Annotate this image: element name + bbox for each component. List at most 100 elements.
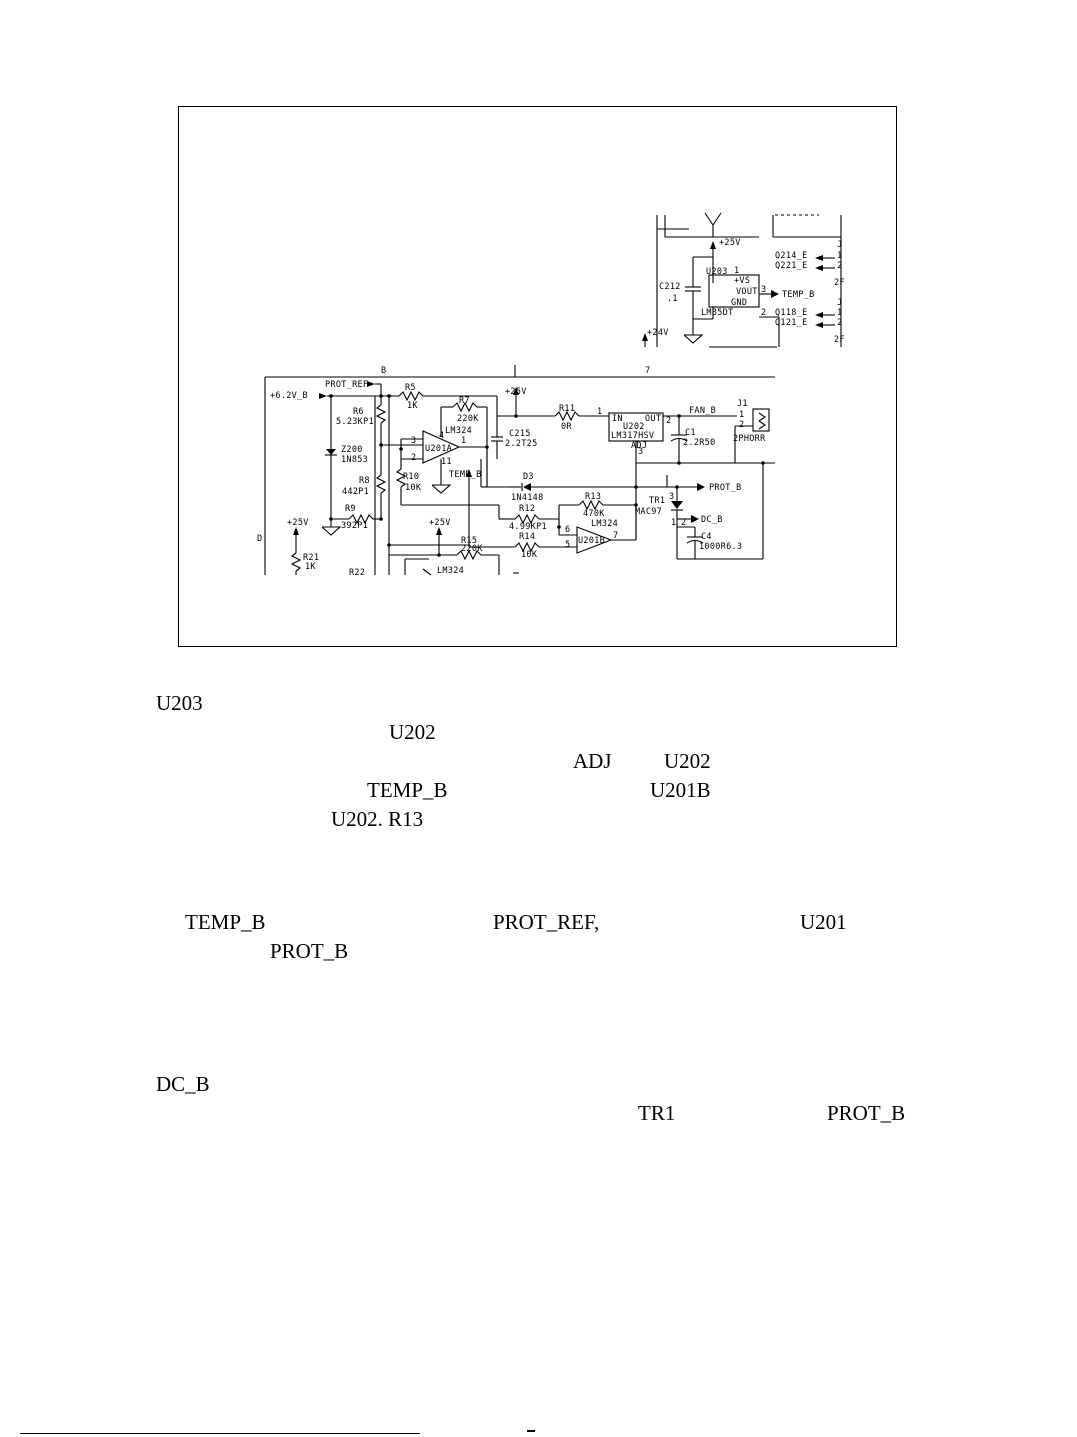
label-d3: D3 (523, 472, 534, 482)
label-c1: C1 (685, 428, 696, 438)
label-r15-value: 220K (461, 544, 483, 554)
label-r7-value: 220K (457, 414, 479, 424)
label-prot-ref: PROT_REF (325, 380, 368, 390)
label-u201a-pin3: 3 (411, 436, 416, 446)
label-q118-e: Q118_E (775, 308, 808, 318)
label-r7: R7 (459, 396, 470, 406)
label-tr1: TR1 (649, 496, 665, 506)
label-r12: R12 (519, 504, 535, 514)
label-r13-value: 470K (583, 509, 605, 519)
label-c212: C212 (659, 282, 681, 292)
text-u202-r13: U202. R13 (331, 807, 424, 831)
fan-control-section: B 7 D +6.2V_B PROT_REF R5 1K Z200 (257, 365, 775, 578)
label-j-b: J (837, 298, 842, 308)
label-r9-value: 392P1 (341, 521, 368, 531)
circuit-schematic: +25V U203 +VS VOUT GND LM35DT 1 2 3 TEMP… (257, 212, 845, 578)
text-prot-b-2: PROT_B (827, 1101, 906, 1125)
label-c4-value: 1000R6.3 (699, 542, 742, 552)
label-fan-b: FAN_B (689, 406, 716, 416)
label-q121-e: Q121_E (775, 318, 808, 328)
label-u201a-pin11: 11 (441, 457, 452, 467)
label-lm324-b: LM324 (591, 519, 618, 529)
text-temp-b-2: TEMP_B (185, 910, 266, 934)
zone-label-d: D (257, 534, 262, 544)
label-r10: R10 (403, 472, 419, 482)
label-c215: C215 (509, 429, 531, 439)
text-tr1: TR1 (638, 1101, 676, 1125)
label-z200-value: 1N853 (341, 455, 368, 465)
label-jb-pin2: 2 (837, 318, 842, 328)
text-u201b: U201B (650, 778, 711, 802)
label-lm324-c: LM324 (437, 566, 464, 576)
label-r12-value: 4.99KP1 (509, 522, 547, 532)
label-plus25v-left: +25V (287, 518, 309, 528)
text-u203: U203 (156, 691, 203, 715)
label-tr1-pin3: 3 (669, 492, 674, 502)
text-u201: U201 (800, 910, 847, 934)
label-r21: R21 (303, 553, 319, 563)
footer-mark (527, 1430, 535, 1432)
text-u202-b: U202 (664, 749, 711, 773)
label-r11-value: 0R (561, 422, 572, 432)
label-c215-value: 2.2T25 (505, 439, 538, 449)
label-plus6v2-b: +6.2V_B (270, 391, 308, 401)
label-u201a-pin2: 2 (411, 453, 416, 463)
label-u202-adj: ADJ (631, 441, 647, 451)
label-plus25v-c215: +25V (505, 387, 527, 397)
label-j1: J1 (737, 399, 748, 409)
label-gnd: GND (731, 298, 747, 308)
label-lm35dt: LM35DT (701, 308, 734, 318)
label-r22: R22 (349, 568, 365, 578)
zone-label-7: 7 (645, 366, 650, 376)
label-r9: R9 (345, 504, 356, 514)
label-j1-pin2: 2 (739, 420, 744, 430)
label-r10-value: 10K (405, 483, 422, 493)
label-plus25v-mid: +25V (429, 518, 451, 528)
text-temp-b: TEMP_B (367, 778, 448, 802)
label-r8-value: 442P1 (342, 487, 369, 497)
label-c4: C4 (701, 532, 712, 542)
label-u202-out: OUT (645, 414, 661, 424)
label-r14-value: 10K (521, 550, 538, 560)
label-u203-pin3: 3 (761, 285, 766, 295)
label-u201b-pin7: 7 (613, 531, 618, 541)
label-u203-pin2: 2 (761, 308, 766, 318)
label-tr1-pin2: 2 (681, 518, 686, 528)
label-vout: VOUT (736, 287, 758, 297)
label-plus24v: +24V (647, 328, 669, 338)
label-c1-value: 2.2R50 (683, 438, 716, 448)
label-r13: R13 (585, 492, 601, 502)
zone-label-b: B (381, 366, 386, 376)
label-jb-pin1: 1 (837, 308, 842, 318)
label-c212-value: .1 (667, 294, 678, 304)
label-temp-b-top: TEMP_B (782, 290, 815, 300)
label-r8: R8 (359, 476, 370, 486)
text-prot-ref: PROT_REF, (493, 910, 600, 934)
label-tr1-pin1: 1 (671, 518, 676, 528)
label-u203-pin1: 1 (734, 266, 739, 276)
label-u201a: U201A (425, 444, 452, 454)
label-2f-a: 2F (834, 278, 845, 288)
text-u202: U202 (389, 720, 436, 744)
schematic-figure: +25V U203 +VS VOUT GND LM35DT 1 2 3 TEMP… (178, 106, 897, 647)
label-u201b: U201B (578, 536, 605, 546)
label-j1-value: 2PHORR (733, 434, 766, 444)
label-r6: R6 (353, 407, 364, 417)
text-adj: ADJ (573, 749, 612, 773)
text-prot-b: PROT_B (270, 939, 349, 963)
label-r15: R15 (461, 536, 477, 546)
label-prot-b: PROT_B (709, 483, 742, 493)
label-d3-value: 1N4148 (511, 493, 544, 503)
label-r5-value: 1K (407, 401, 418, 411)
label-lm324-a: LM324 (445, 426, 472, 436)
text-dc-b: DC_B (156, 1072, 210, 1096)
label-u202-pin1: 1 (597, 407, 602, 417)
label-r14: R14 (519, 532, 535, 542)
sensor-section: +25V U203 +VS VOUT GND LM35DT 1 2 3 TEMP… (642, 212, 845, 348)
label-tr1-value: MAC97 (635, 507, 662, 517)
label-plus25v-top: +25V (719, 238, 741, 248)
label-u202-in: IN (612, 414, 623, 424)
label-r6-value: 5.23KP1 (336, 417, 374, 427)
label-ja-pin2: 2 (837, 261, 842, 271)
label-z200: Z200 (341, 445, 363, 455)
